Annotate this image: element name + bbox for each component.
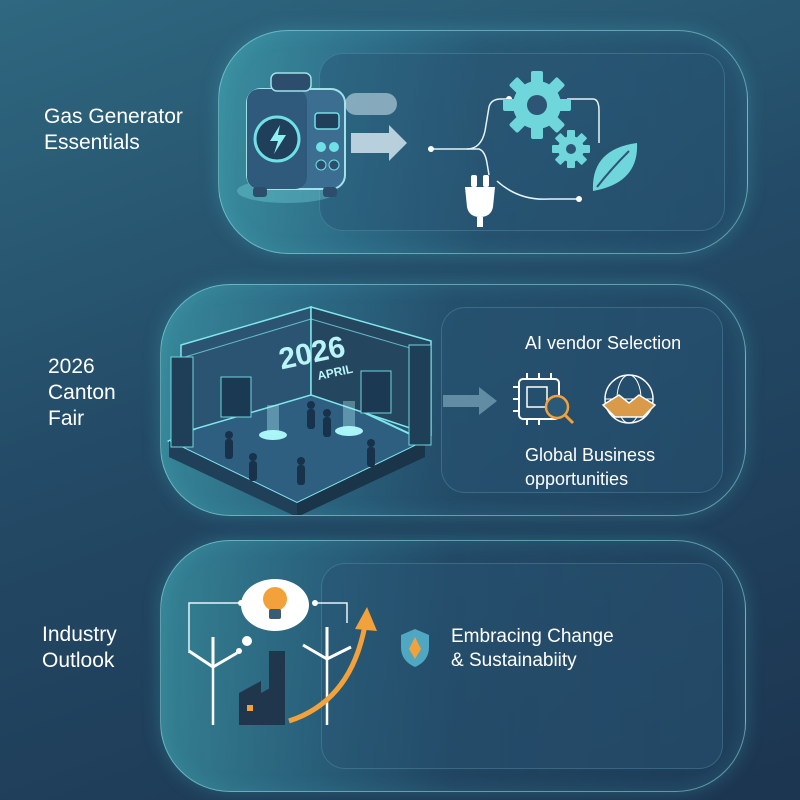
arrow-right-icon <box>443 387 497 415</box>
section-label-line: Industry <box>42 623 117 646</box>
section-gas-generator: Gas Generator Essentials <box>0 0 800 270</box>
text-line: Embracing Change <box>451 626 614 647</box>
text-line: opportunities <box>525 469 629 489</box>
gear-icon <box>503 71 571 139</box>
exhibition-booth-icon: 2026 APRIL <box>166 305 432 515</box>
section-label-line: Outlook <box>42 649 115 672</box>
gas-generator-illustration <box>237 71 638 227</box>
section-label-line: Essentials <box>44 131 140 154</box>
factory-icon <box>239 651 285 725</box>
text-line: & Sustainabiity <box>451 650 577 671</box>
canton-fair-card[interactable]: 2026 APRIL <box>160 284 746 516</box>
global-handshake-icon <box>601 374 657 424</box>
growth-arrow-icon <box>288 607 377 724</box>
arrow-right-icon <box>345 93 407 161</box>
section-industry-outlook: Industry Outlook <box>0 530 800 800</box>
circuit-lines <box>431 98 600 200</box>
text-line: Global Business <box>525 445 656 465</box>
shield-icon <box>401 629 429 667</box>
section-label-line: Gas Generator <box>44 105 183 128</box>
lightbulb-thought-icon <box>236 579 309 654</box>
section-label: Industry Outlook <box>42 622 117 674</box>
canton-fair-illustration: 2026 APRIL <box>166 305 657 515</box>
section-label: 2026 Canton Fair <box>48 354 116 432</box>
business-opportunities-text: Global Business opportunities <box>525 443 655 491</box>
section-label: Gas Generator Essentials <box>44 104 183 156</box>
card-inner-panel <box>321 563 723 769</box>
section-canton-fair: 2026 Canton Fair 2026 APRIL <box>0 270 800 530</box>
gas-generator-card[interactable] <box>218 30 748 254</box>
ai-chip-search-icon <box>513 373 575 425</box>
generator-icon <box>237 72 346 203</box>
section-label-line: 2026 <box>48 355 95 378</box>
leaf-icon <box>592 143 638 191</box>
industry-outlook-illustration <box>188 579 429 725</box>
sustainability-text: Embracing Change & Sustainabiity <box>451 625 614 673</box>
section-label-line: Canton <box>48 381 116 404</box>
vendor-selection-title: AI vendor Selection <box>525 333 682 353</box>
frame-lines <box>188 602 348 653</box>
plug-icon <box>465 175 495 227</box>
small-gear-icon <box>552 130 590 168</box>
wind-turbine-icon <box>188 627 352 725</box>
industry-outlook-card[interactable]: Embracing Change & Sustainabiity <box>160 540 746 792</box>
section-label-line: Fair <box>48 407 85 430</box>
